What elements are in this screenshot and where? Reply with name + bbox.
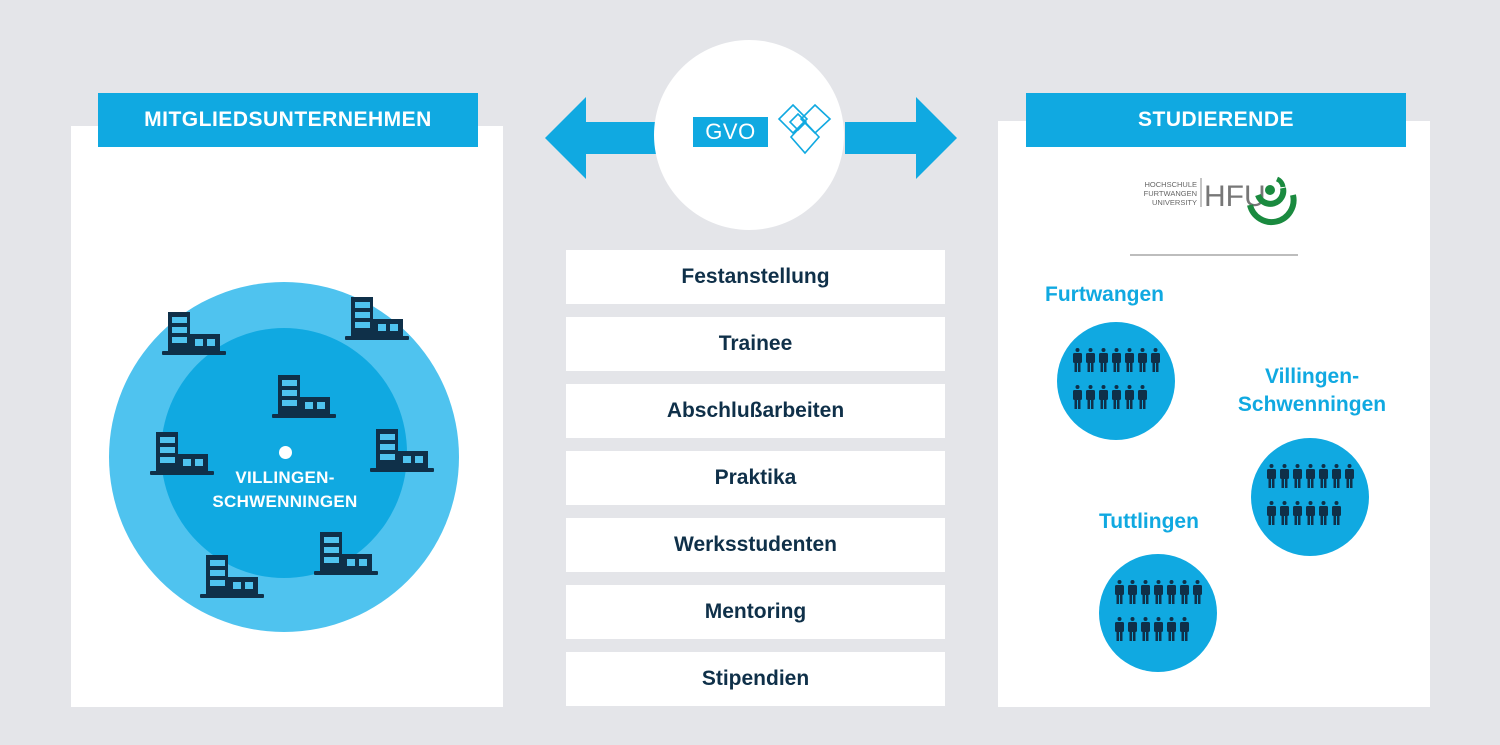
person-icon <box>1306 501 1315 525</box>
campus-label-line2: Schwenningen <box>1237 393 1387 416</box>
person-icon <box>1141 617 1150 641</box>
gvo-logo-text: GVO <box>693 117 768 147</box>
city-label-line1: VILLINGEN- <box>235 468 335 487</box>
member-companies-header: MITGLIEDSUNTERNEHMEN <box>98 93 478 147</box>
person-icon <box>1112 348 1121 372</box>
campus-label-line1: Villingen- <box>1264 365 1360 388</box>
city-label: VILLINGEN- SCHWENNINGEN <box>195 466 375 514</box>
person-icon <box>1167 617 1176 641</box>
person-icon <box>1306 464 1315 488</box>
campus-circle-villingen-schwenningen <box>1251 438 1369 556</box>
person-icon <box>1128 617 1137 641</box>
building-icon <box>272 375 336 418</box>
building-icon <box>150 432 214 475</box>
person-icon <box>1138 385 1147 409</box>
offer-item: Trainee <box>566 317 945 371</box>
person-icon <box>1180 617 1189 641</box>
person-icon <box>1267 464 1276 488</box>
person-icon <box>1099 348 1108 372</box>
person-icon <box>1193 580 1202 604</box>
offer-item: Mentoring <box>566 585 945 639</box>
person-icon <box>1086 348 1095 372</box>
arrow-left-icon <box>545 97 665 179</box>
building-icon <box>162 312 226 355</box>
person-icon <box>1112 385 1121 409</box>
person-icon <box>1332 464 1341 488</box>
person-icon <box>1073 385 1082 409</box>
person-icon <box>1319 501 1328 525</box>
person-icon <box>1280 464 1289 488</box>
hfu-emblem-icon <box>1247 176 1297 226</box>
person-icon <box>1267 501 1276 525</box>
city-label-line2: SCHWENNINGEN <box>212 492 358 511</box>
person-icon <box>1138 348 1147 372</box>
campus-circle-furtwangen <box>1057 322 1175 440</box>
offer-item: Stipendien <box>566 652 945 706</box>
person-icon <box>1086 385 1095 409</box>
person-icon <box>1345 464 1354 488</box>
hfu-logo-line3: UNIVERSITY <box>1152 198 1197 207</box>
offer-item: Festanstellung <box>566 250 945 304</box>
building-icon <box>370 429 434 472</box>
hfu-logo-line1: HOCHSCHULE <box>1144 180 1197 189</box>
person-icon <box>1154 617 1163 641</box>
person-icon <box>1180 580 1189 604</box>
person-icon <box>1154 580 1163 604</box>
campus-circle-tuttlingen <box>1099 554 1217 672</box>
students-header: STUDIERENDE <box>1026 93 1406 147</box>
city-location-dot <box>279 446 292 459</box>
divider <box>1130 254 1298 256</box>
offer-item: Werksstudenten <box>566 518 945 572</box>
building-icon <box>314 532 378 575</box>
person-icon <box>1125 348 1134 372</box>
person-icon <box>1319 464 1328 488</box>
building-icon <box>200 555 264 598</box>
person-icon <box>1293 464 1302 488</box>
person-icon <box>1115 617 1124 641</box>
offer-item: Praktika <box>566 451 945 505</box>
person-icon <box>1099 385 1108 409</box>
person-icon <box>1125 385 1134 409</box>
person-icon <box>1151 348 1160 372</box>
person-icon <box>1115 580 1124 604</box>
offer-item: Abschlußarbeiten <box>566 384 945 438</box>
hfu-logo-line2: FURTWANGEN <box>1144 189 1197 198</box>
person-icon <box>1141 580 1150 604</box>
overlapping-diamonds-icon <box>777 103 832 155</box>
arrow-right-icon <box>845 97 957 179</box>
person-icon <box>1293 501 1302 525</box>
campus-label-villingen-schwenningen: Villingen- Schwenningen <box>1222 363 1402 419</box>
person-icon <box>1073 348 1082 372</box>
hfu-logo: HOCHSCHULE FURTWANGEN UNIVERSITY HFU <box>1144 176 1297 226</box>
campus-label-furtwangen: Furtwangen <box>1045 283 1164 306</box>
building-icon <box>345 297 409 340</box>
person-icon <box>1167 580 1176 604</box>
campus-label-tuttlingen: Tuttlingen <box>1099 510 1199 533</box>
person-icon <box>1128 580 1137 604</box>
person-icon <box>1332 501 1341 525</box>
person-icon <box>1280 501 1289 525</box>
